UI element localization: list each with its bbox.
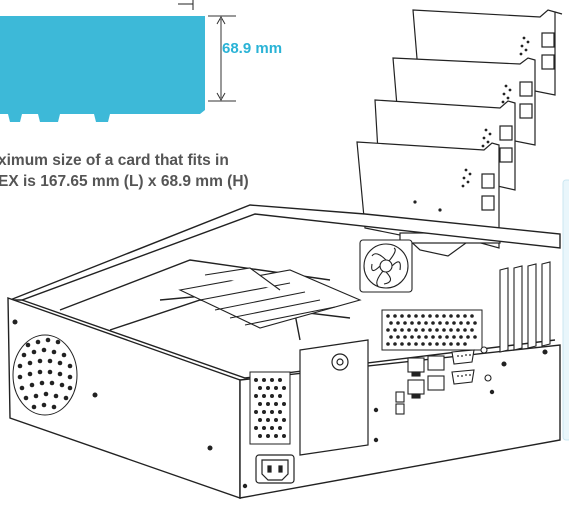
- card-size-caption: ximum size of a card that fits in EX is …: [0, 150, 358, 192]
- side-vent-grille: [12, 319, 213, 451]
- height-dimension-label: 68.9 mm: [222, 40, 283, 57]
- drive-bay-cage: [178, 267, 362, 329]
- height-dimension-line: [208, 15, 236, 102]
- pcie-slot-covers: [499, 261, 551, 367]
- chassis-screws: [242, 389, 495, 489]
- access-cover: [299, 339, 369, 456]
- front-vent-grille: [249, 371, 291, 445]
- caption-line-2: EX is 167.65 mm (L) x 68.9 mm (H): [0, 173, 249, 190]
- io-vent-grille: [381, 309, 483, 351]
- power-inlet-icon: [255, 454, 295, 484]
- fan-icon: [359, 239, 413, 293]
- side-panel: [562, 179, 569, 441]
- ethernet-port-icon: [395, 355, 445, 415]
- serial-port-icon: [451, 346, 492, 385]
- chassis-body: [7, 204, 561, 499]
- card-silhouette: [0, 0, 205, 122]
- caption-line-1: ximum size of a card that fits in: [0, 152, 229, 169]
